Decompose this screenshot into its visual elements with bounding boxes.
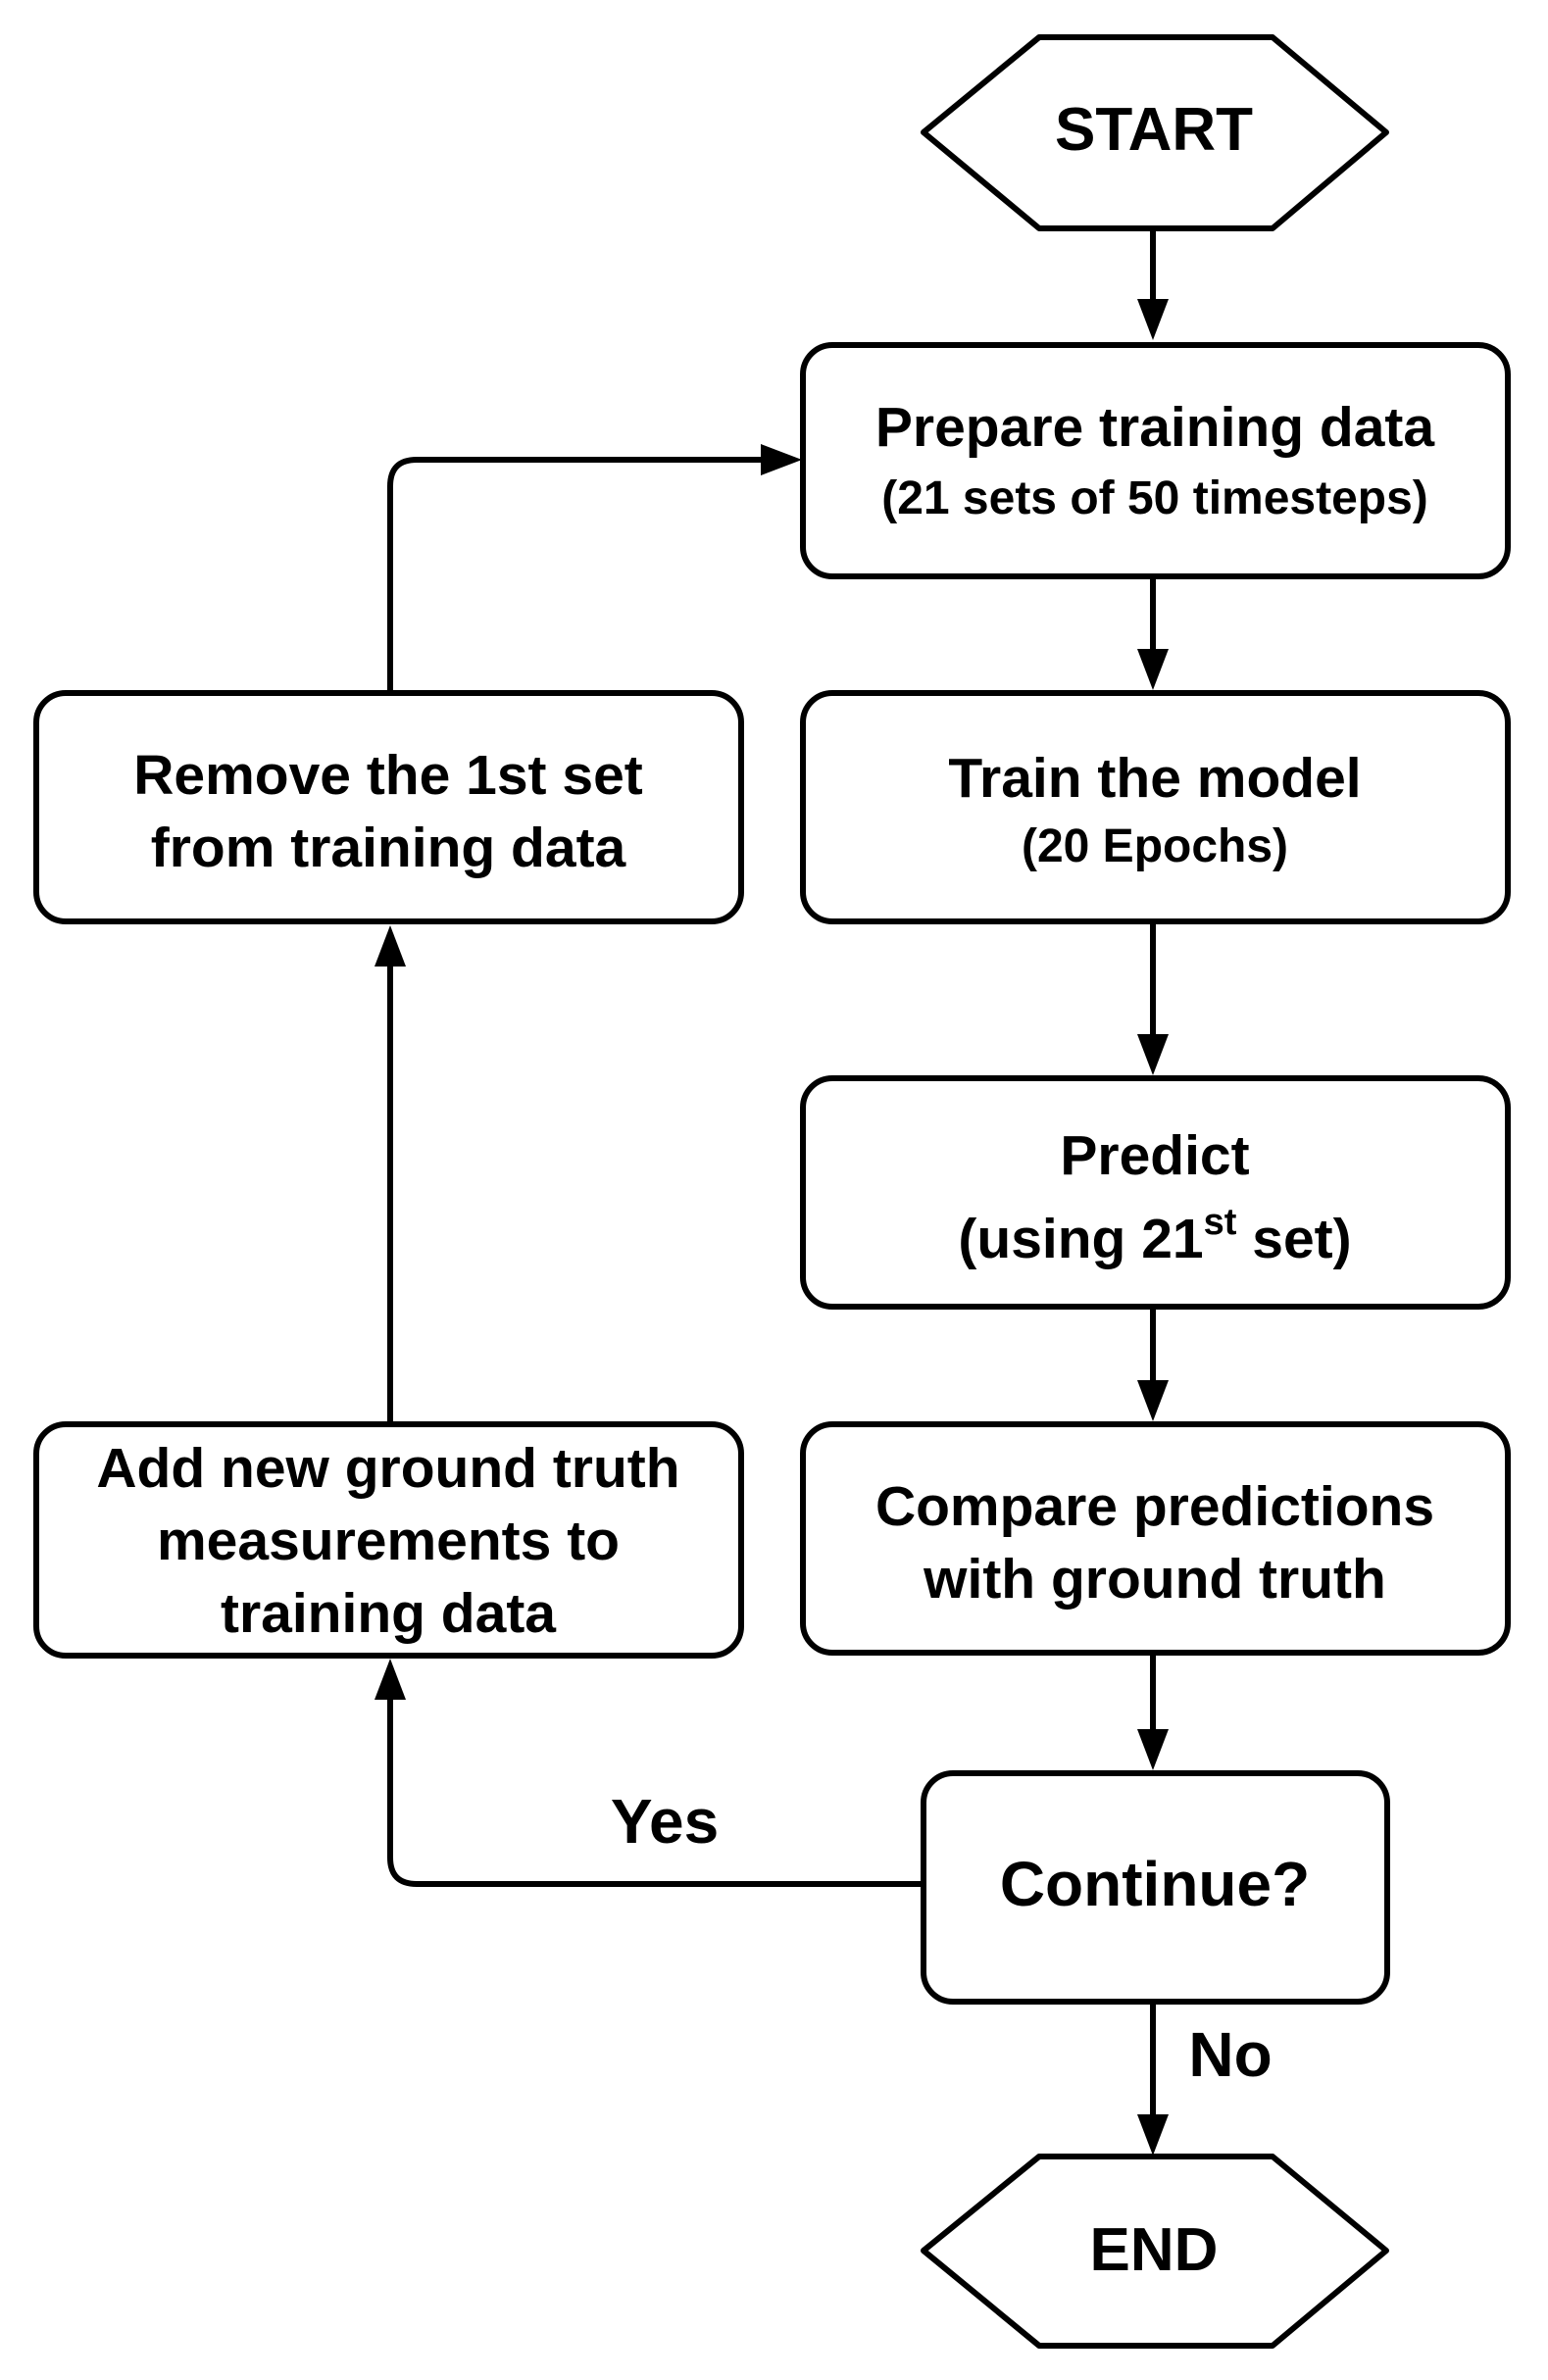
prepare-box: [800, 342, 1511, 579]
arrow-continue-to-add: [387, 1696, 922, 1887]
add-line-1: Add new ground truth: [96, 1437, 679, 1500]
predict-box: [800, 1075, 1511, 1310]
arrowhead-predict-to-compare: [1137, 1380, 1169, 1421]
train-box: [800, 690, 1511, 924]
remove-box: [33, 690, 744, 924]
end-hexagon: [921, 2154, 1389, 2349]
predict-subtitle-prefix: (using 21: [958, 1208, 1203, 1270]
compare-line-2: with ground truth: [923, 1548, 1386, 1611]
prepare-title: Prepare training data: [875, 396, 1435, 459]
add-ground-truth-step: Add new ground truth measurements to tra…: [33, 1421, 744, 1659]
arrowhead-add-to-remove: [375, 925, 406, 967]
predict-step: Predict (using 21st set): [800, 1075, 1511, 1310]
compare-step: Compare predictions with ground truth: [800, 1421, 1511, 1656]
remove-line-2: from training data: [151, 817, 627, 879]
no-edge-label: No: [1188, 2019, 1272, 2090]
continue-label: Continue?: [1000, 1849, 1310, 1919]
end-label: END: [1090, 2216, 1219, 2284]
add-line-2: measurements to: [157, 1510, 620, 1572]
remove-first-set-step: Remove the 1st set from training data: [33, 690, 744, 924]
arrowhead-compare-to-continue: [1137, 1729, 1169, 1770]
continue-decision: Continue?: [921, 1770, 1390, 2005]
prepare-subtitle: (21 sets of 50 timesteps): [881, 472, 1428, 524]
start-terminal: START: [921, 34, 1389, 231]
start-label: START: [1055, 96, 1253, 164]
add-line-3: training data: [221, 1582, 557, 1645]
predict-title: Predict: [1060, 1124, 1249, 1187]
arrowhead-train-to-predict: [1137, 1034, 1169, 1075]
start-hexagon: [921, 34, 1389, 231]
arrowhead-continue-to-add: [375, 1659, 406, 1700]
predict-subtitle-suffix: set): [1236, 1208, 1351, 1270]
arrowhead-start-to-prepare: [1137, 299, 1169, 340]
arrowhead-prepare-to-train: [1137, 649, 1169, 690]
compare-line-1: Compare predictions: [875, 1475, 1434, 1538]
train-model-step: Train the model (20 Epochs): [800, 690, 1511, 924]
add-box: [33, 1421, 744, 1659]
train-subtitle: (20 Epochs): [1022, 820, 1288, 872]
end-terminal: END: [921, 2154, 1389, 2349]
arrow-remove-to-prepare: [387, 457, 765, 690]
continue-box: [921, 1770, 1390, 2005]
arrowhead-continue-to-end: [1137, 2114, 1169, 2156]
predict-subtitle: (using 21st set): [958, 1202, 1351, 1270]
remove-line-1: Remove the 1st set: [133, 744, 643, 807]
train-title: Train the model: [948, 747, 1361, 810]
connector-arrows: [375, 230, 1169, 2156]
arrowhead-remove-to-prepare: [761, 444, 802, 475]
yes-edge-label: Yes: [611, 1786, 719, 1857]
prepare-training-data-step: Prepare training data (21 sets of 50 tim…: [800, 342, 1511, 579]
compare-box: [800, 1421, 1511, 1656]
predict-subtitle-sup: st: [1204, 1202, 1237, 1243]
